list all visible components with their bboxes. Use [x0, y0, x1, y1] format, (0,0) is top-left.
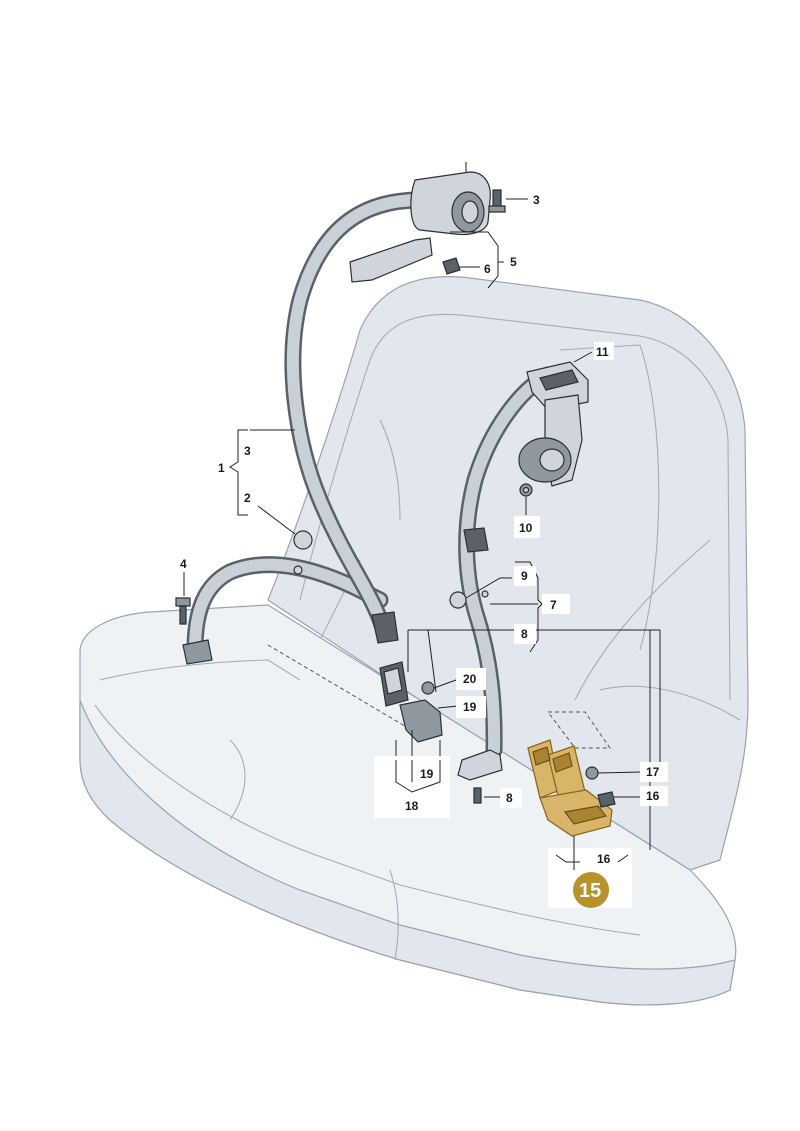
leader-19a	[437, 705, 459, 709]
retractor-bracket	[349, 237, 433, 283]
highlighted-buckle-assembly	[527, 739, 613, 837]
left-shoulder-belt	[284, 191, 429, 644]
callout-5: 5	[510, 255, 517, 269]
buckle-15-bracket	[563, 805, 608, 825]
bolt-4-shank	[179, 605, 187, 625]
bracket-7	[515, 561, 543, 653]
left-lap-belt	[182, 556, 389, 665]
left-buckle-face	[383, 667, 403, 695]
callout-8-mid-bg	[514, 624, 536, 644]
seat-backrest-seam	[299, 313, 731, 701]
cover-cap-2	[293, 530, 313, 550]
retractor-clip	[442, 257, 461, 275]
left-lap-belt-strap-inner	[189, 558, 386, 656]
callout-16-right-bg	[640, 786, 668, 806]
leader-20	[433, 679, 457, 689]
callout-labels: 3 5 6 11 3 1 2 4 10 9 7 8 20 19 19 18 8 …	[180, 190, 668, 908]
seat-backrest	[267, 276, 749, 871]
bracket-16-bottom-inner	[555, 854, 629, 863]
rear-seat	[79, 276, 749, 1006]
callout-19a: 19	[463, 700, 477, 714]
buckle-15-slot-left	[532, 746, 551, 766]
bracket-1	[229, 429, 248, 516]
callout-20-bg	[456, 668, 486, 690]
seat-cushion-seam-1	[94, 704, 641, 936]
callout-18: 18	[405, 799, 419, 813]
center-belt-strap-inner	[460, 369, 554, 756]
callout-3-left: 3	[244, 444, 251, 458]
retractor-spool-center	[461, 200, 479, 224]
seat-cushion-seam-3	[99, 659, 301, 681]
bracket-18-inner	[395, 760, 441, 793]
top-retractor	[349, 171, 506, 283]
callout-15-badge	[573, 872, 609, 908]
leader-9	[465, 577, 512, 599]
bracket-5	[450, 231, 504, 289]
callout-1: 1	[218, 461, 225, 475]
callout-15: 15	[579, 880, 601, 902]
callout-16-bottom: 16	[597, 852, 611, 866]
bolt-3-head	[488, 205, 506, 213]
callout-4: 4	[180, 557, 187, 571]
left-shoulder-belt-strap-inner	[286, 194, 426, 631]
left-buckle-mount	[399, 699, 443, 743]
callout-8-bottom-bg	[500, 788, 522, 808]
callout-3-top: 3	[533, 193, 540, 207]
right-seat-belt-ghost	[574, 539, 741, 721]
left-lap-anchor-plate	[182, 639, 213, 665]
nut-20	[421, 681, 435, 695]
seat-cushion-front	[79, 699, 736, 1006]
callout-11-bg	[594, 342, 614, 360]
seat-mount-hole	[293, 565, 303, 575]
callout-7-bg	[542, 594, 570, 614]
callout-17-bg	[640, 762, 668, 782]
buckle-mount-outline	[547, 711, 611, 749]
callout-8-bottom: 8	[506, 791, 513, 805]
seat-cushion-seam-2	[229, 739, 399, 961]
nut-17	[585, 766, 599, 780]
nut-10-hole	[522, 486, 530, 494]
callout-19a-bg	[456, 696, 486, 718]
callout-17: 17	[646, 765, 660, 779]
callout-7: 7	[550, 598, 557, 612]
center-belt	[449, 361, 589, 804]
callout-9-bg	[514, 566, 536, 586]
leader-8-drop-mid	[427, 629, 437, 693]
bolt-8	[473, 787, 482, 804]
bolt-3	[492, 189, 502, 209]
callout-9: 9	[521, 569, 528, 583]
bolt-4	[175, 597, 191, 625]
leader-17	[597, 771, 641, 774]
buckle-15-slot-right	[552, 752, 573, 773]
center-tongue	[463, 527, 489, 553]
center-mount-hole	[481, 590, 489, 598]
left-belt-tongue	[371, 611, 399, 644]
callout-10: 10	[519, 521, 533, 535]
callout-10-bg	[514, 516, 540, 538]
callout-8-mid: 8	[521, 627, 528, 641]
center-retractor-spool-center	[539, 448, 565, 472]
left-buckle	[379, 661, 443, 743]
callout-20: 20	[463, 672, 477, 686]
center-cover-cap	[449, 591, 467, 609]
clip-16	[597, 791, 616, 808]
callout-16-right: 16	[646, 789, 660, 803]
callout-19b: 19	[420, 767, 434, 781]
leader-2	[257, 505, 296, 535]
center-anchor-plate	[457, 749, 503, 781]
bolt-4-head	[175, 597, 191, 607]
center-belt-guide-slot	[539, 369, 579, 391]
callout-5-bg	[506, 252, 522, 270]
callout-3-top-bg	[528, 190, 544, 208]
callout-11: 11	[596, 345, 609, 359]
callout-6: 6	[484, 262, 491, 276]
leader-11	[573, 351, 593, 363]
callout-6-bg	[480, 260, 496, 278]
seat-hidden-edge	[267, 644, 421, 736]
callout-2: 2	[244, 491, 251, 505]
